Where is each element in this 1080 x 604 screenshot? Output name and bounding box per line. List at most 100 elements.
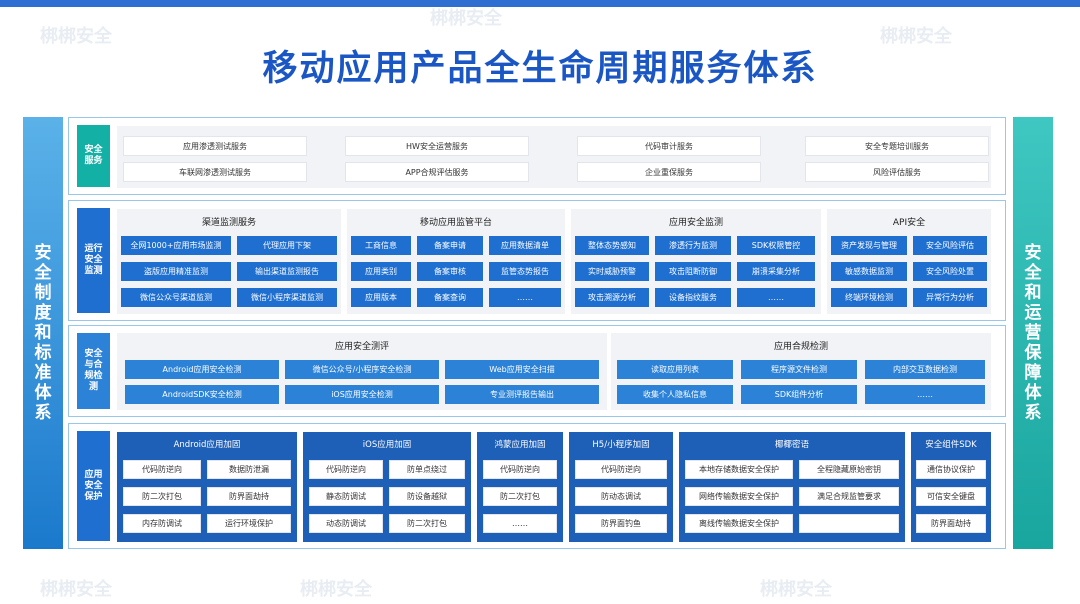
protect-item xyxy=(799,514,899,533)
monitor-item: SDK权限管控 xyxy=(737,236,815,255)
monitor-item: 输出渠道监测报告 xyxy=(237,262,337,281)
protect-item: 防二次打包 xyxy=(483,487,557,506)
monitor-item: 实时威胁预警 xyxy=(575,262,649,281)
monitor-item: 安全风险评估 xyxy=(913,236,987,255)
service-item: 风险评估服务 xyxy=(805,162,989,182)
test-item: …… xyxy=(865,385,985,404)
test-item: AndroidSDK安全检测 xyxy=(125,385,279,404)
test-item: 微信公众号/小程序安全检测 xyxy=(285,360,439,379)
protect-item: 代码防逆向 xyxy=(575,460,667,479)
section-channel-monitor: 渠道监测服务 全网1000+应用市场监测 代理应用下架 盗版应用精准监测 输出渠… xyxy=(117,209,341,314)
test-item: Web应用安全扫描 xyxy=(445,360,599,379)
layer-runtime-monitor: 运行安全监测 渠道监测服务 全网1000+应用市场监测 代理应用下架 盗版应用精… xyxy=(68,200,1006,321)
protect-item: 代码防逆向 xyxy=(483,460,557,479)
section-app-security-eval: 应用安全测评 Android应用安全检测 微信公众号/小程序安全检测 Web应用… xyxy=(117,333,607,410)
protect-item: 防动态调试 xyxy=(575,487,667,506)
monitor-item: 异常行为分析 xyxy=(913,288,987,307)
protect-item: 防界面劫持 xyxy=(207,487,291,506)
protect-item: 防单点绕过 xyxy=(389,460,465,479)
section-title: 移动应用监管平台 xyxy=(419,218,492,228)
protect-item: 内存防调试 xyxy=(123,514,201,533)
protect-item: 防设备越狱 xyxy=(389,487,465,506)
monitor-item: 渗透行为监测 xyxy=(655,236,731,255)
layer-app-protection: 应用安全保护 Android应用加固 代码防逆向 数据防泄漏 防二次打包 防界面… xyxy=(68,423,1006,549)
left-pillar: 安全制度和标准体系 xyxy=(23,117,63,549)
monitor-item: …… xyxy=(737,288,815,307)
monitor-item: 资产发现与管理 xyxy=(831,236,907,255)
test-item: iOS应用安全检测 xyxy=(285,385,439,404)
protect-item: 运行环境保护 xyxy=(207,514,291,533)
card-title: 椰椰密语 xyxy=(774,440,809,450)
section-app-security-monitor: 应用安全监测 整体态势感知 渗透行为监测 SDK权限管控 实时威胁预警 攻击阻断… xyxy=(571,209,821,314)
monitor-item: 攻击阻断防御 xyxy=(655,262,731,281)
monitor-item: 应用数据清单 xyxy=(489,236,561,255)
test-item: Android应用安全检测 xyxy=(125,360,279,379)
monitor-item: 代理应用下架 xyxy=(237,236,337,255)
watermark-logo: 梆梆安全 xyxy=(880,26,952,47)
protect-item: 满足合规监管要求 xyxy=(799,487,899,506)
card-ios-hardening: iOS应用加固 代码防逆向 防单点绕过 静态防调试 防设备越狱 动态防调试 防二… xyxy=(303,432,471,542)
layer-security-service: 安全服务 应用渗透测试服务 HW安全运营服务 代码审计服务 安全专题培训服务 车… xyxy=(68,117,1006,195)
protect-item: …… xyxy=(483,514,557,533)
service-item: 代码审计服务 xyxy=(577,136,761,156)
card-title: iOS应用加固 xyxy=(362,440,412,450)
monitor-item: 整体态势感知 xyxy=(575,236,649,255)
protect-item: 防界面劫持 xyxy=(916,514,986,533)
monitor-item: 微信小程序渠道监测 xyxy=(237,288,337,307)
protect-item: 离线传输数据安全保护 xyxy=(685,514,793,533)
service-item: APP合规评估服务 xyxy=(345,162,529,182)
service-item: 安全专题培训服务 xyxy=(805,136,989,156)
monitor-item: …… xyxy=(489,288,561,307)
monitor-item: 监管态势报告 xyxy=(489,262,561,281)
protect-item: 动态防调试 xyxy=(309,514,383,533)
service-item: 企业重保服务 xyxy=(577,162,761,182)
layer-label: 安全与合规检测 xyxy=(77,333,110,409)
test-item: 程序源文件检测 xyxy=(741,360,857,379)
card-harmony-hardening: 鸿蒙应用加固 代码防逆向 防二次打包 …… xyxy=(477,432,563,542)
section-title: 渠道监测服务 xyxy=(201,218,256,228)
top-accent-bar xyxy=(0,0,1080,7)
watermark-logo: 梆梆安全 xyxy=(300,579,372,600)
protect-item: 防界面钓鱼 xyxy=(575,514,667,533)
card-title: H5/小程序加固 xyxy=(592,440,650,450)
layer-label: 应用安全保护 xyxy=(77,431,110,541)
layer-compliance-test: 安全与合规检测 应用安全测评 Android应用安全检测 微信公众号/小程序安全… xyxy=(68,325,1006,417)
monitor-item: 应用类别 xyxy=(351,262,411,281)
card-h5-miniprogram-hardening: H5/小程序加固 代码防逆向 防动态调试 防界面钓鱼 xyxy=(569,432,673,542)
protect-item: 本地存储数据安全保护 xyxy=(685,460,793,479)
monitor-item: 崩溃采集分析 xyxy=(737,262,815,281)
watermark-logo: 梆梆安全 xyxy=(430,8,502,29)
protect-item: 网络传输数据安全保护 xyxy=(685,487,793,506)
card-title: 安全组件SDK xyxy=(925,440,977,450)
monitor-item: 应用版本 xyxy=(351,288,411,307)
monitor-item: 微信公众号渠道监测 xyxy=(121,288,231,307)
monitor-item: 工商信息 xyxy=(351,236,411,255)
test-item: 内部交互数据检测 xyxy=(865,360,985,379)
left-pillar-label: 安全制度和标准体系 xyxy=(34,243,52,423)
test-item: 收集个人隐私信息 xyxy=(617,385,733,404)
section-title: 应用安全监测 xyxy=(668,218,723,228)
test-item: 读取应用列表 xyxy=(617,360,733,379)
monitor-item: 全网1000+应用市场监测 xyxy=(121,236,231,255)
monitor-item: 终端环境检测 xyxy=(831,288,907,307)
layer-label: 安全服务 xyxy=(77,125,110,187)
page-title: 移动应用产品全生命周期服务体系 xyxy=(262,49,818,89)
monitor-item: 安全风险处置 xyxy=(913,262,987,281)
protect-item: 可信安全键盘 xyxy=(916,487,986,506)
section-title: 应用安全测评 xyxy=(334,342,389,352)
monitor-item: 设备指纹服务 xyxy=(655,288,731,307)
right-pillar-label: 安全和运营保障体系 xyxy=(1024,243,1042,423)
monitor-item: 盗版应用精准监测 xyxy=(121,262,231,281)
monitor-item: 敏感数据监测 xyxy=(831,262,907,281)
monitor-item: 备案查询 xyxy=(417,288,483,307)
service-item: 应用渗透测试服务 xyxy=(123,136,307,156)
watermark-logo: 梆梆安全 xyxy=(760,579,832,600)
card-secret-language: 椰椰密语 本地存储数据安全保护 全程隐藏原始密钥 网络传输数据安全保护 满足合规… xyxy=(679,432,905,542)
section-app-regulation: 移动应用监管平台 工商信息 备案申请 应用数据清单 应用类别 备案审核 监管态势… xyxy=(347,209,565,314)
test-item: SDK组件分析 xyxy=(741,385,857,404)
protect-item: 防二次打包 xyxy=(123,487,201,506)
protect-item: 防二次打包 xyxy=(389,514,465,533)
section-title: API安全 xyxy=(892,218,926,228)
watermark-logo: 梆梆安全 xyxy=(40,579,112,600)
card-android-hardening: Android应用加固 代码防逆向 数据防泄漏 防二次打包 防界面劫持 内存防调… xyxy=(117,432,297,542)
